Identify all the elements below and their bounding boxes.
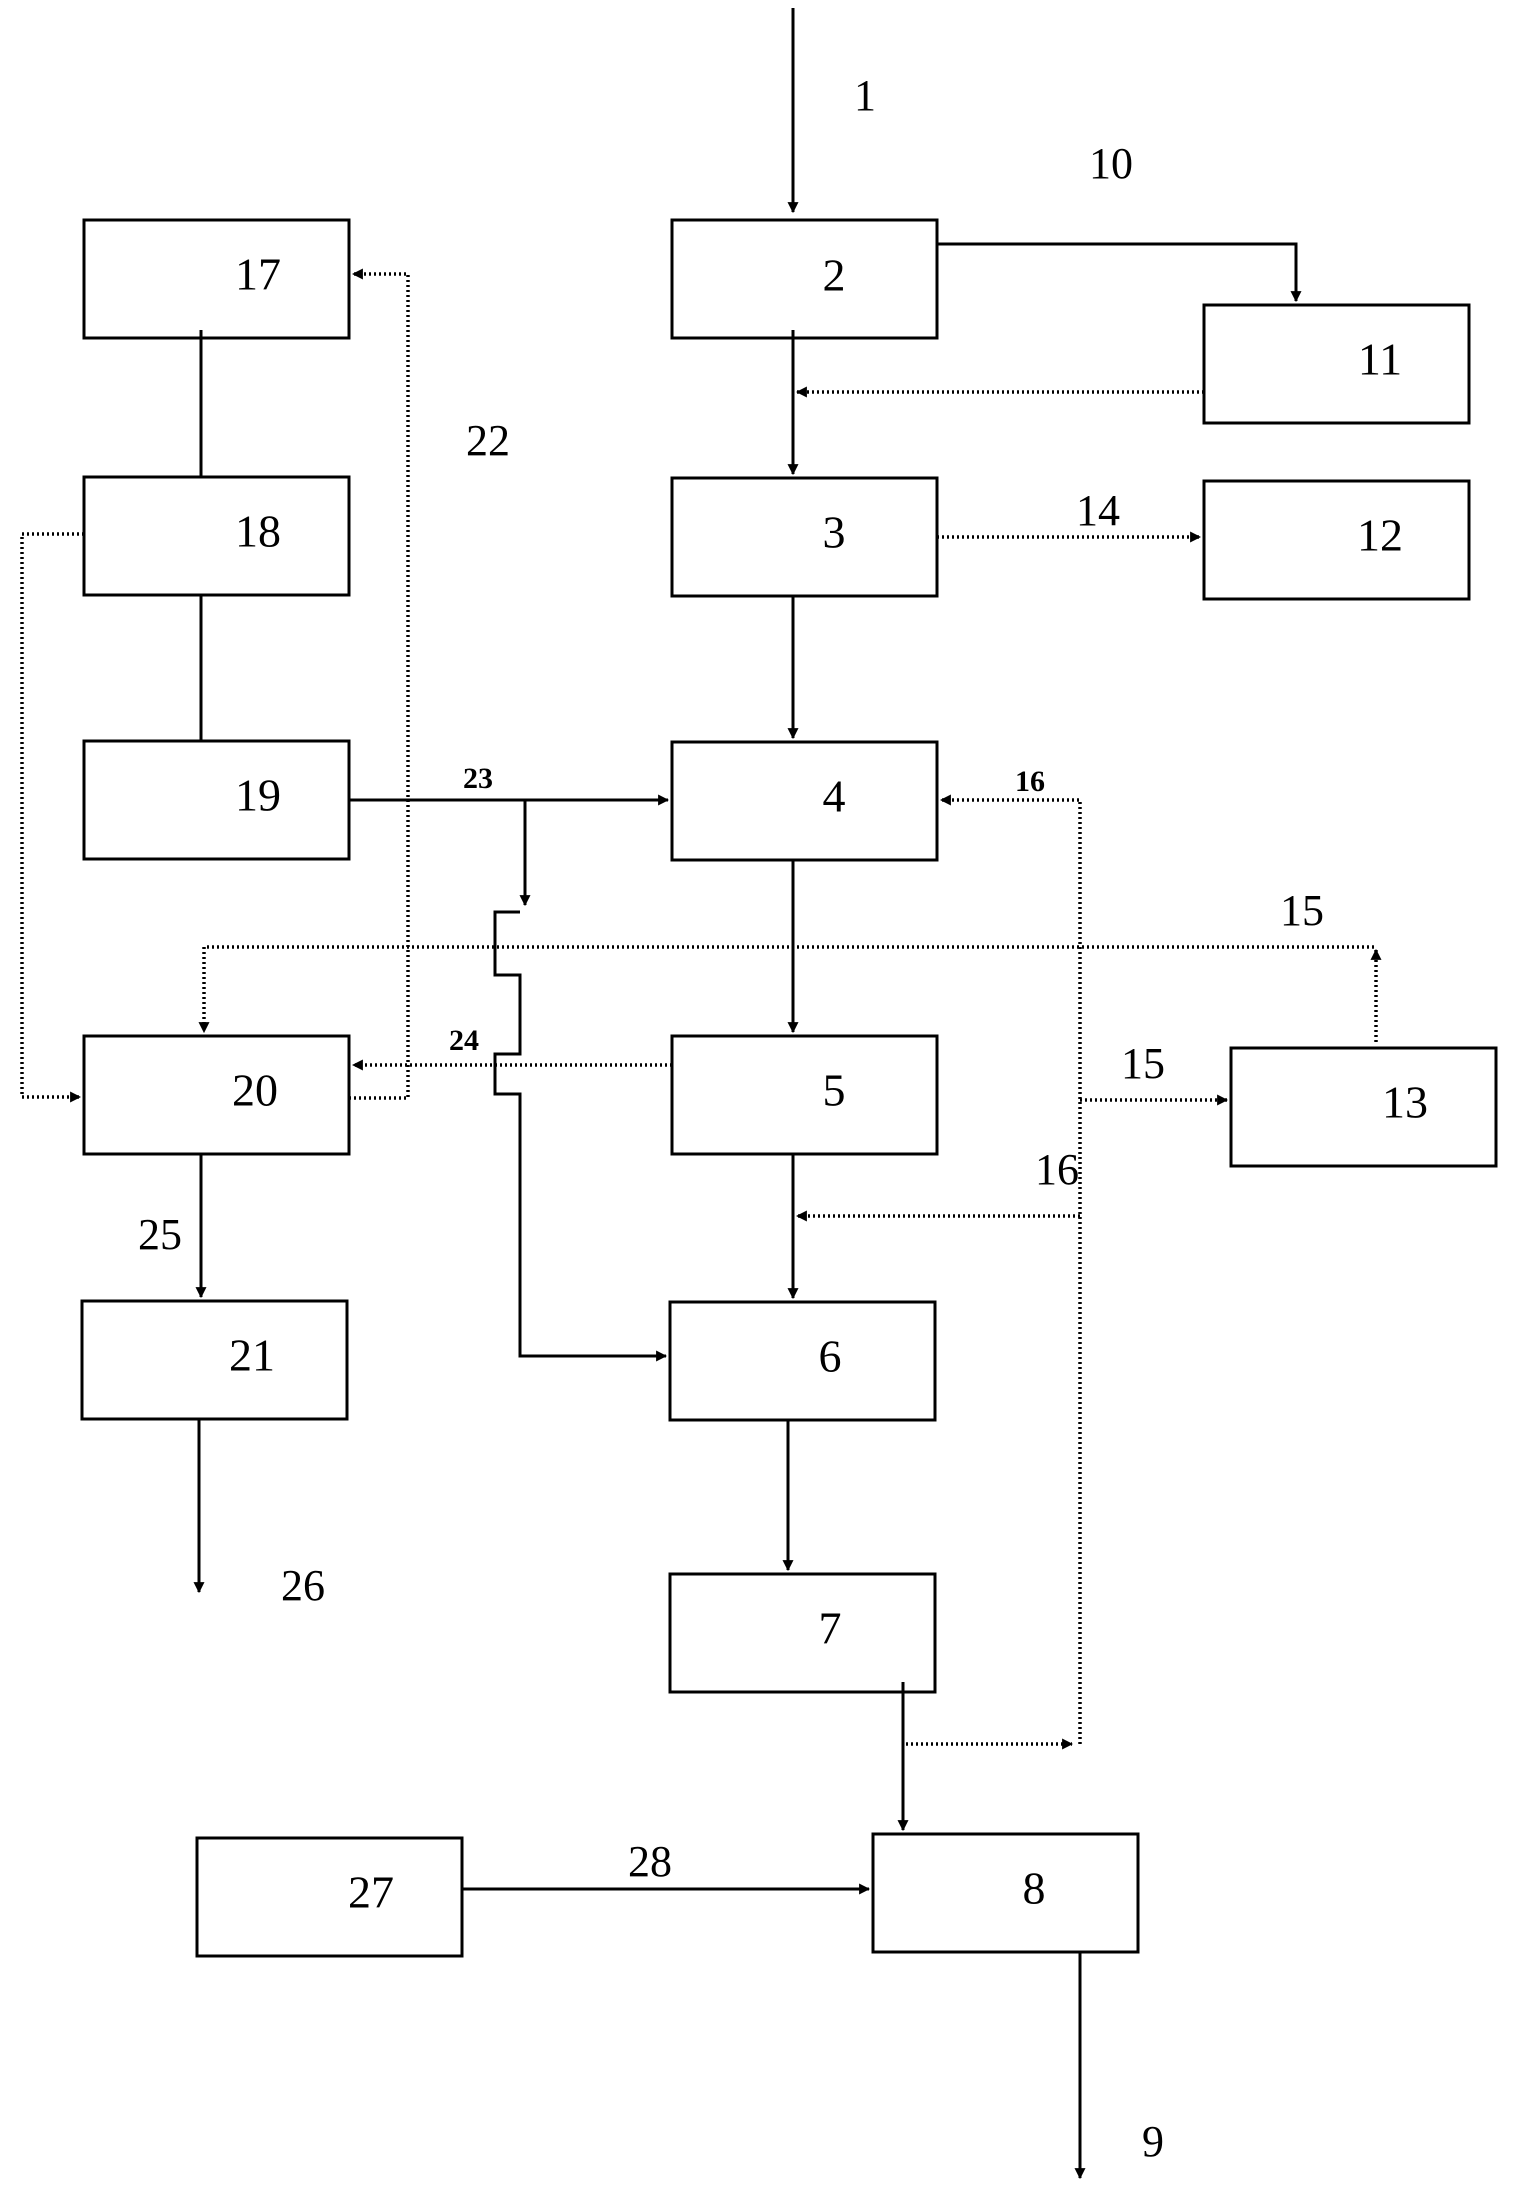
svg-text:27: 27 bbox=[348, 1867, 394, 1918]
svg-text:21: 21 bbox=[229, 1330, 275, 1381]
svg-text:13: 13 bbox=[1382, 1077, 1428, 1128]
box-12: 12 bbox=[1202, 479, 1471, 601]
svg-text:2: 2 bbox=[823, 250, 846, 301]
box-4: 4 bbox=[670, 740, 939, 862]
label-9: 9 bbox=[1142, 2117, 1164, 2166]
svg-text:12: 12 bbox=[1357, 510, 1403, 561]
svg-text:8: 8 bbox=[1023, 1863, 1046, 1914]
box-13: 13 bbox=[1229, 1046, 1498, 1168]
label-26: 26 bbox=[281, 1561, 325, 1610]
arrow-20-to-17 bbox=[349, 268, 410, 1100]
label-16-mid: 16 bbox=[1035, 1145, 1079, 1194]
label-22: 22 bbox=[466, 416, 510, 465]
arrow-15-to-20 bbox=[198, 945, 1374, 1034]
svg-text:6: 6 bbox=[819, 1331, 842, 1382]
svg-text:20: 20 bbox=[232, 1065, 278, 1116]
svg-text:3: 3 bbox=[823, 507, 846, 558]
label-23: 23 bbox=[463, 762, 493, 795]
recycle-vertical bbox=[939, 794, 1082, 1744]
label-15-top: 15 bbox=[1280, 886, 1324, 935]
svg-text:17: 17 bbox=[235, 249, 281, 300]
label-16-top: 16 bbox=[1015, 765, 1045, 798]
box-21: 21 bbox=[80, 1299, 349, 1421]
box-6: 6 bbox=[668, 1300, 937, 1422]
svg-text:7: 7 bbox=[819, 1603, 842, 1654]
box-3: 3 bbox=[670, 476, 939, 598]
box-19: 19 bbox=[82, 739, 351, 861]
box-20: 20 bbox=[82, 1034, 351, 1156]
arrow-18-to-20 bbox=[20, 532, 84, 1103]
svg-text:5: 5 bbox=[823, 1065, 846, 1116]
label-1: 1 bbox=[854, 71, 876, 120]
svg-text:19: 19 bbox=[235, 770, 281, 821]
svg-text:11: 11 bbox=[1358, 334, 1402, 385]
box-27: 27 bbox=[195, 1836, 464, 1958]
label-28: 28 bbox=[628, 1837, 672, 1886]
label-24: 24 bbox=[449, 1024, 479, 1057]
arrow-2-to-11 bbox=[937, 242, 1302, 303]
label-25: 25 bbox=[138, 1210, 182, 1259]
box-2: 2 bbox=[670, 218, 939, 340]
box-11: 11 bbox=[1202, 303, 1471, 425]
box-17: 17 bbox=[82, 218, 351, 340]
label-15-mid: 15 bbox=[1121, 1039, 1165, 1088]
box-8: 8 bbox=[871, 1832, 1140, 1954]
box-18: 18 bbox=[82, 475, 351, 597]
arrow-23-branch-to-6 bbox=[493, 910, 668, 1362]
box-5: 5 bbox=[670, 1034, 939, 1156]
label-14: 14 bbox=[1076, 486, 1120, 535]
box-7: 7 bbox=[668, 1572, 937, 1694]
svg-text:4: 4 bbox=[823, 771, 846, 822]
label-10: 10 bbox=[1089, 139, 1133, 188]
svg-text:18: 18 bbox=[235, 506, 281, 557]
